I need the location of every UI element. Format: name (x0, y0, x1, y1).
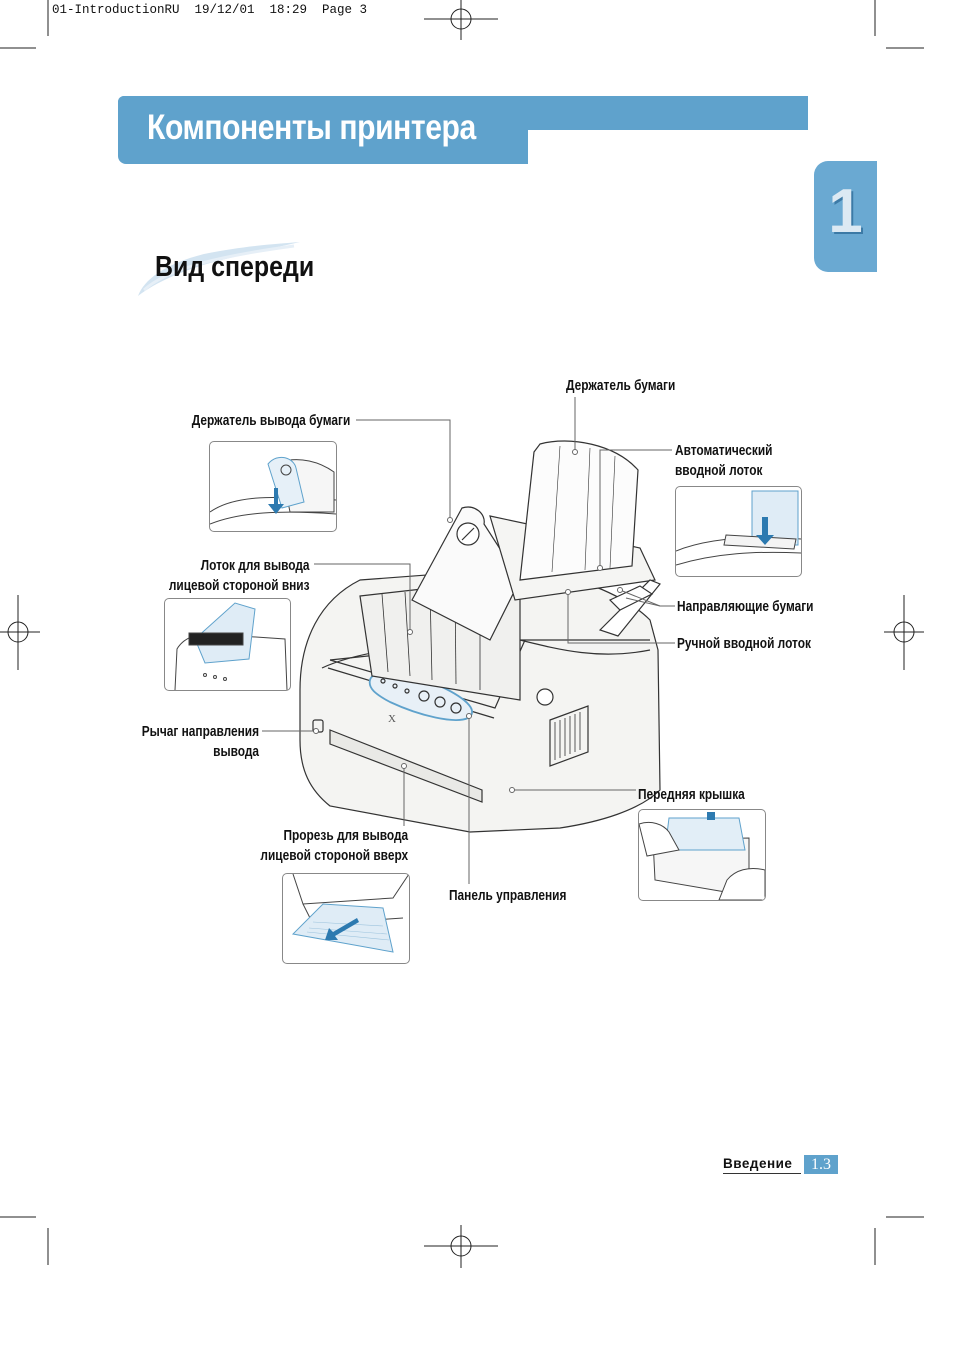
chapter-number: 1 (828, 177, 863, 246)
label-output-lever: Рычаг направления вывода (141, 724, 259, 760)
inset-front-cover (638, 809, 766, 901)
inset-auto-feeder (675, 486, 802, 577)
label-paper-holder: Держатель бумаги (566, 378, 676, 394)
label-front-cover: Передняя крышка (638, 787, 745, 803)
label-output-support: Держатель вывода бумаги (191, 413, 350, 429)
label-paper-guides: Направляющие бумаги (677, 599, 814, 615)
registration-mark-icon (0, 595, 40, 670)
arrow-icon (325, 918, 359, 940)
registration-mark-icon (424, 1225, 498, 1268)
chapter-tab (814, 161, 877, 272)
label-auto-feeder: Автоматический вводной лоток (675, 443, 773, 479)
section-title: Вид спереди (155, 251, 315, 283)
inset-output-slot-up (282, 873, 410, 964)
arrow-icon (707, 812, 715, 820)
arrow-icon (756, 517, 774, 545)
inset-output-support (209, 441, 337, 532)
label-control-panel: Панель управления (449, 888, 567, 904)
arrow-icon (268, 488, 284, 514)
title-tab (118, 96, 528, 164)
svg-text:X: X (388, 713, 396, 725)
page-number: 1.3 (804, 1155, 838, 1174)
label-manual-feeder: Ручной вводной лоток (677, 636, 811, 652)
footer-rule (723, 1173, 801, 1174)
page-title: Компоненты принтера (147, 108, 476, 147)
label-output-tray-down: Лоток для вывода лицевой стороной вниз (169, 558, 310, 594)
print-slug: 01-IntroductionRU 19/12/01 18:29 Page 3 (52, 3, 368, 17)
registration-mark-icon (424, 0, 498, 40)
inset-output-tray-down (164, 598, 291, 691)
subtitle-swoosh (138, 242, 300, 296)
registration-mark-icon (884, 595, 924, 670)
label-output-slot-up: Прорезь для вывода лицевой стороной ввер… (260, 828, 408, 864)
footer-section: Введение (723, 1156, 793, 1171)
